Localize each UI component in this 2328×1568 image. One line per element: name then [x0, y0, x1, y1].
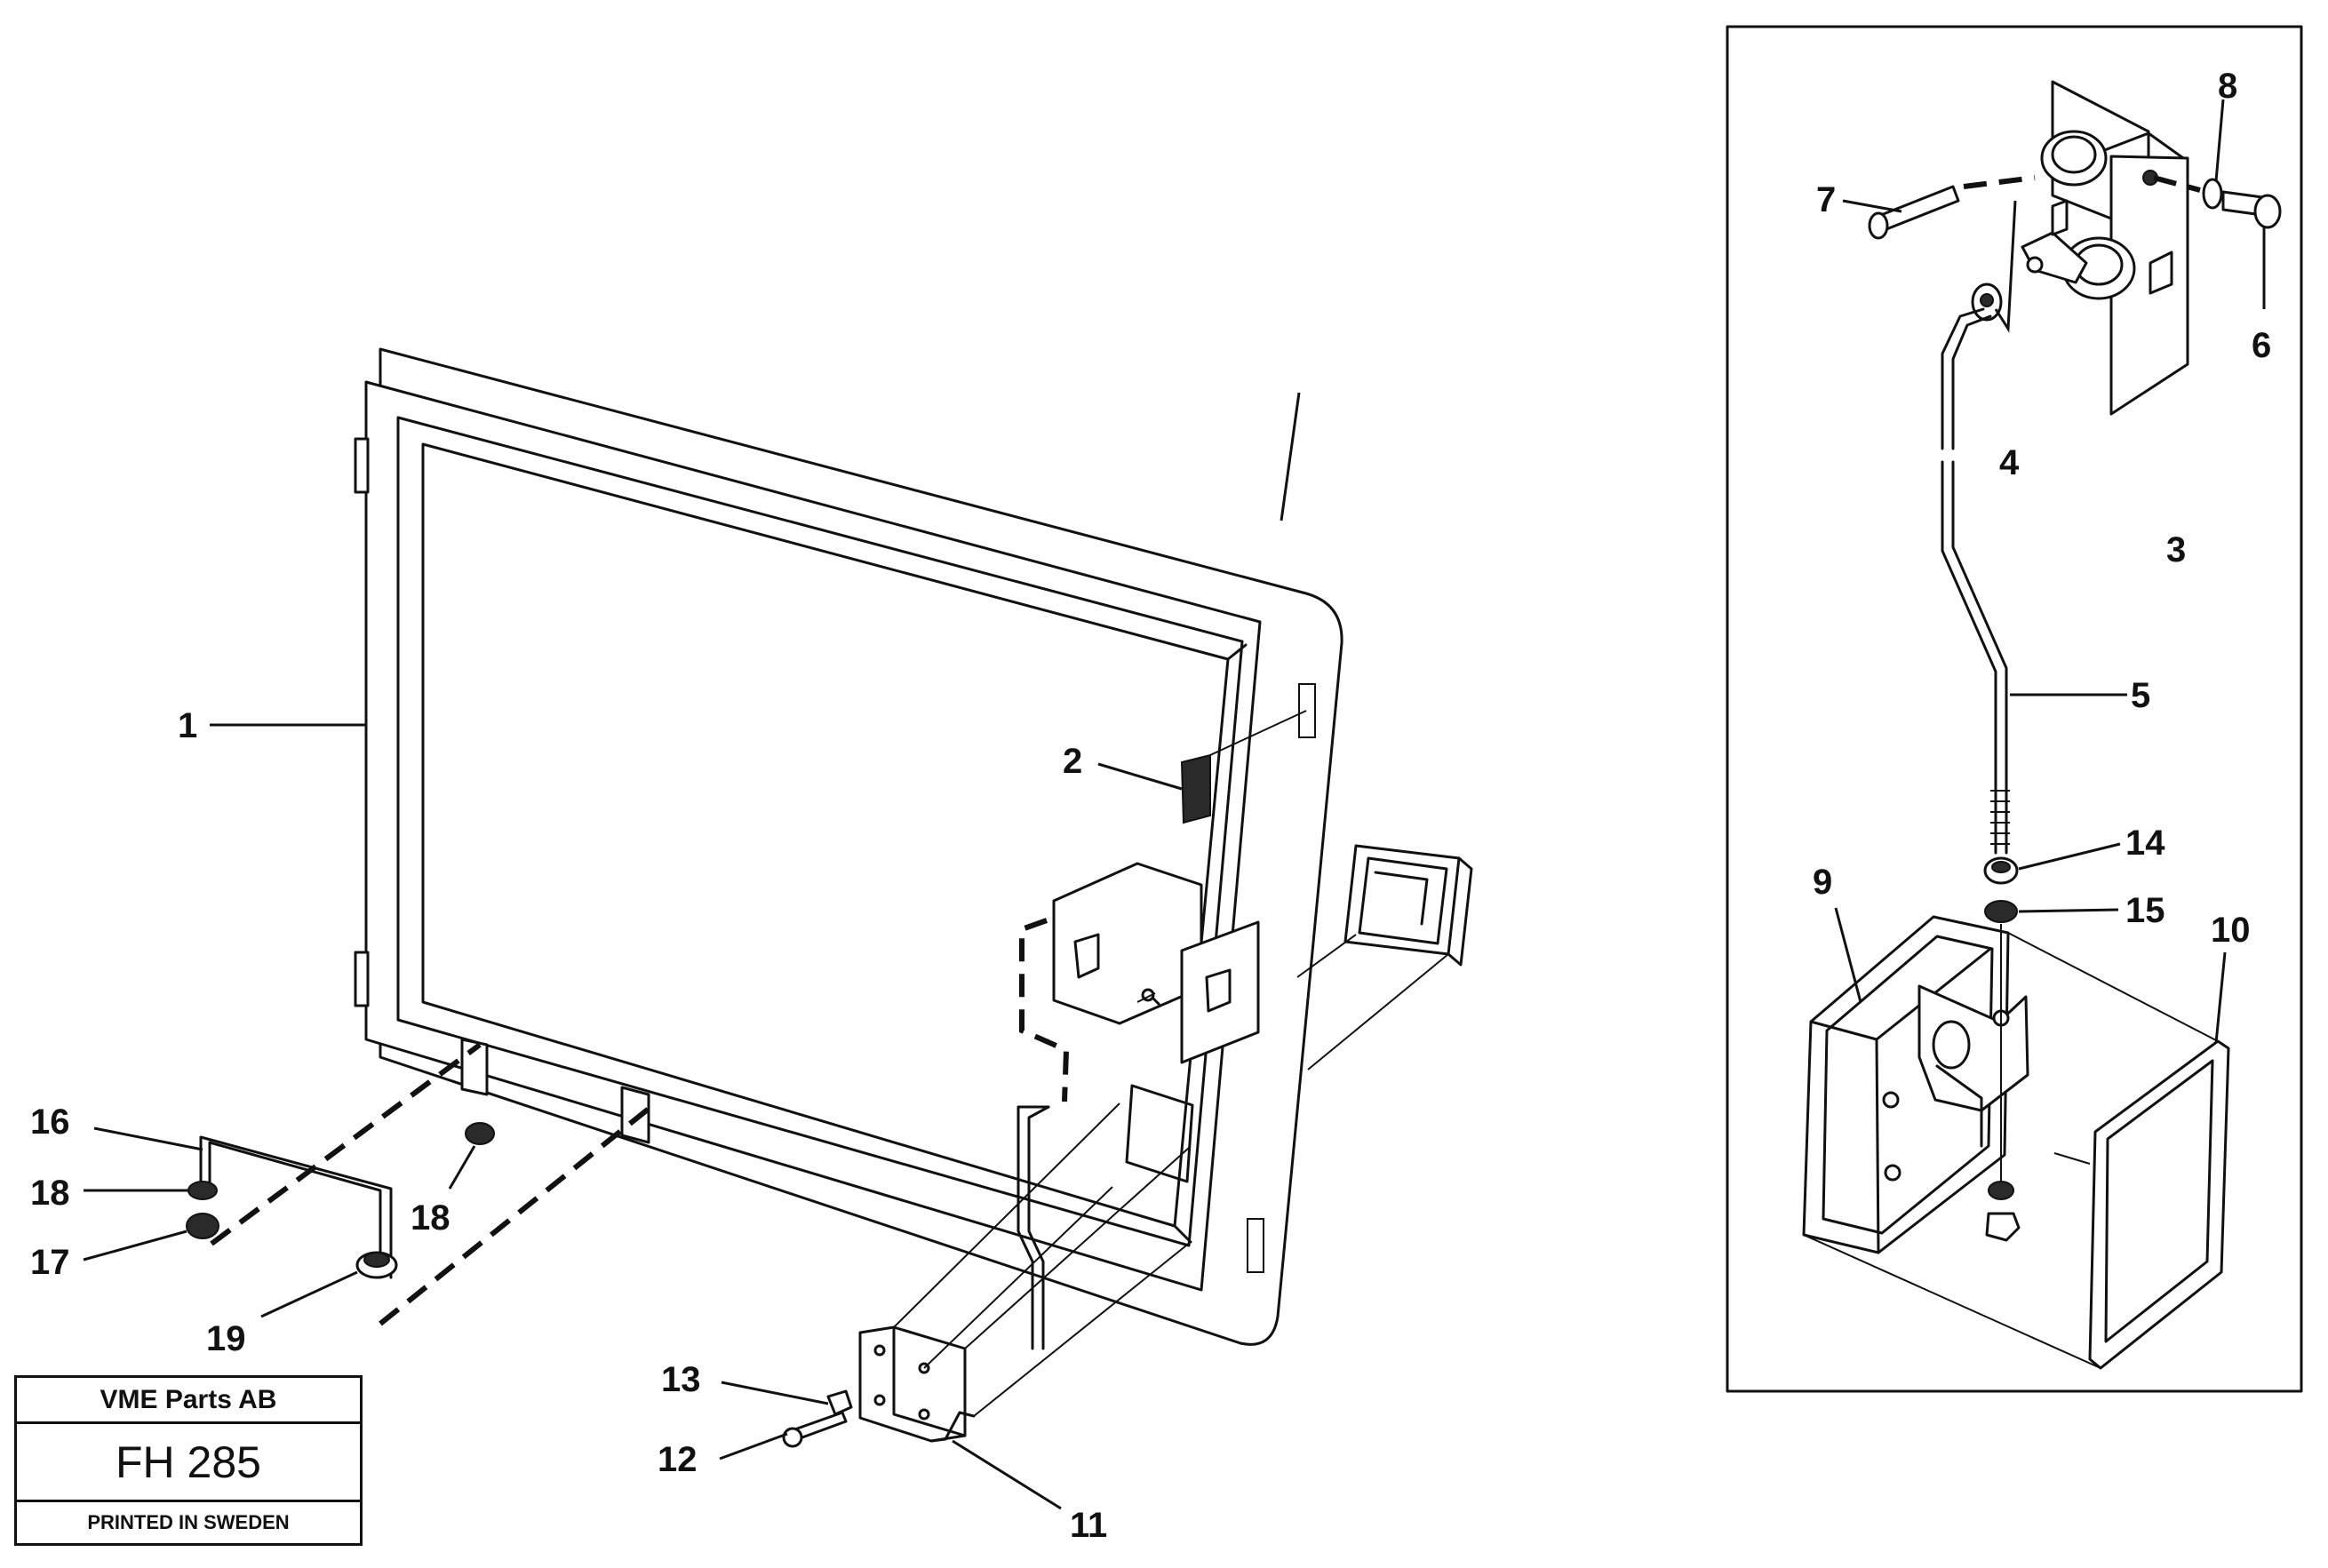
callout-15: 15 — [2125, 891, 2165, 930]
part-9-lock-housing — [1802, 915, 2029, 1254]
callout-2: 2 — [1063, 742, 1082, 781]
hatch-door — [354, 347, 1343, 1346]
handle-projection-line-2 — [1307, 953, 1449, 1071]
detail-frame — [1726, 25, 2303, 1393]
part-19-rubber-bushing — [355, 1251, 398, 1279]
part-15-washer — [1984, 900, 2018, 923]
callout-1: 1 — [178, 706, 197, 745]
dashed-bolt-path — [2153, 175, 2201, 193]
printed-note: PRINTED IN SWEDEN — [87, 1511, 290, 1533]
bracket-projection-line-1 — [893, 1102, 1120, 1328]
dashed-link-rod — [1019, 918, 1070, 1102]
part-3-latch-mechanism — [2021, 80, 2189, 416]
part-6-bolt — [2221, 190, 2282, 229]
bracket-projection-line-4 — [973, 1241, 1192, 1417]
handle-projection-line-1 — [1296, 934, 1357, 978]
callout-6: 6 — [2252, 326, 2271, 365]
part-5-rod — [1941, 307, 2010, 855]
dashed-stay-path-1 — [210, 1042, 482, 1246]
callout-8: 8 — [2218, 67, 2237, 106]
bracket-projection-line-3 — [964, 1147, 1190, 1349]
callout-14: 14 — [2125, 824, 2165, 863]
gasket-projection-line-1 — [2007, 932, 2219, 1042]
callout-7: 7 — [1816, 180, 1836, 219]
lock-bottom-nut — [1985, 924, 2021, 1242]
part-18-rubber-grommet-center — [465, 1122, 495, 1145]
callout-17: 17 — [30, 1243, 70, 1282]
part-11-lower-bracket — [858, 1325, 976, 1443]
callout-5: 5 — [2131, 676, 2150, 715]
callout-10: 10 — [2211, 911, 2251, 950]
operating-rod — [1017, 1105, 1050, 1350]
dashed-stay-path-2 — [379, 1106, 650, 1326]
title-block: VME Parts AB FH 285 PRINTED IN SWEDEN — [14, 1375, 363, 1546]
callout-11: 11 — [1070, 1506, 1107, 1545]
outside-handle-box — [1343, 844, 1473, 967]
callout-4: 4 — [1999, 443, 2020, 482]
company-name: VME Parts AB — [17, 1378, 360, 1424]
leader-lines — [83, 99, 2266, 1510]
part-12-screw — [782, 1411, 848, 1448]
drawing-code: FH 285 — [17, 1424, 360, 1502]
part-7-bolt — [1868, 175, 2036, 240]
callout-9: 9 — [1813, 863, 1832, 902]
part-2-rubber-block — [1180, 710, 1307, 824]
part-13-washer — [826, 1389, 853, 1416]
callout-18-left: 18 — [30, 1174, 70, 1213]
bracket-projection-line-2 — [923, 1186, 1113, 1369]
part-14-nut — [1983, 856, 2019, 885]
callout-16: 16 — [30, 1102, 70, 1142]
gasket-projection-line-2 — [1803, 1234, 2101, 1369]
callout-19: 19 — [206, 1319, 246, 1358]
gasket-projection-line-3 — [2053, 1152, 2091, 1165]
lock-catch-bracket — [1052, 862, 1260, 1064]
part-18-rubber-grommet-left — [187, 1181, 218, 1200]
callout-18-center: 18 — [411, 1198, 450, 1238]
callout-3: 3 — [2166, 530, 2186, 569]
callout-12: 12 — [658, 1440, 698, 1479]
part-10-gasket — [2088, 1039, 2230, 1370]
callout-13: 13 — [661, 1360, 701, 1399]
part-16-stay-rod — [199, 1135, 393, 1279]
part-8-washer — [2202, 178, 2223, 210]
part-17-nut — [186, 1213, 219, 1239]
